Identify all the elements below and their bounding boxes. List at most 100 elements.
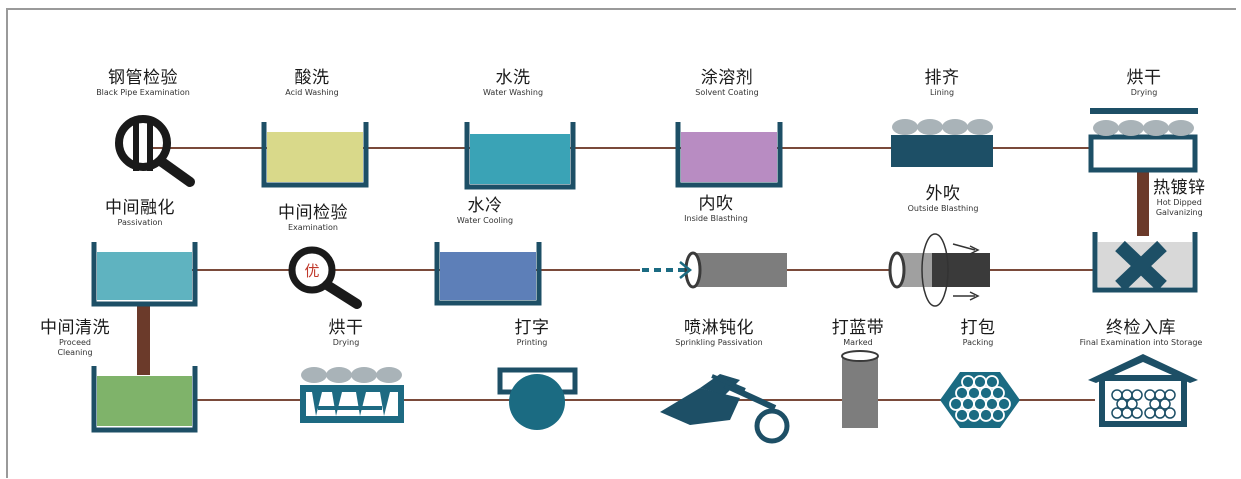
- label-acid-cn: 酸洗: [294, 68, 330, 88]
- packing-pipes: [949, 375, 1011, 422]
- label-lining-en: Lining: [929, 88, 955, 97]
- label-storage-cn: 终检入库: [1105, 318, 1176, 338]
- label-black-pipe-en: Black Pipe Examination: [96, 88, 190, 97]
- label-mid-cleaning: 中间清洗 Proceed Cleaning: [40, 318, 110, 358]
- printing-roller: [509, 374, 565, 430]
- label-galvanizing-en1: Hot Dipped: [1156, 198, 1202, 207]
- label-galvanizing-en2: Galvanizing: [1155, 208, 1203, 217]
- label-printing-en: Printing: [516, 338, 548, 347]
- passivation-tank-wall: [91, 242, 198, 307]
- label-marked: 打蓝带 Marked: [832, 318, 885, 348]
- warehouse-bundles: [1111, 389, 1176, 419]
- drying-top-box: [1088, 134, 1198, 173]
- label-marked-en: Marked: [843, 338, 873, 347]
- inside-pipe: [693, 253, 787, 287]
- label-printing: 打字 Printing: [515, 318, 550, 348]
- magnifier-lens: [115, 115, 171, 171]
- label-drying-bottom-cn: 烘干: [328, 318, 364, 338]
- label-inside-blow-en: Inside Blasthing: [684, 214, 748, 223]
- label-solvent-en: Solvent Coating: [695, 88, 759, 97]
- label-storage: 终检入库 Final Examination into Storage: [1080, 318, 1203, 348]
- drying-bottom-pipes: [301, 367, 402, 383]
- diagram-frame: [6, 8, 1236, 478]
- label-lining-cn: 排齐: [924, 68, 960, 88]
- sprinkler-nozzle-icon: [660, 374, 790, 444]
- label-sprinkling: 喷淋钝化 Sprinkling Passivation: [675, 318, 762, 348]
- galvanizing-tank-icon: [1092, 232, 1198, 293]
- sprinkler-spray: [660, 388, 740, 425]
- cleaning-fill: [97, 376, 192, 426]
- label-packing-en: Packing: [962, 338, 994, 347]
- packing-bundle-icon: [940, 372, 1020, 428]
- marked-pipe-icon: [841, 350, 879, 428]
- label-water-cool-en: Water Cooling: [456, 216, 514, 225]
- label-packing-cn: 打包: [960, 318, 996, 338]
- solvent-tank-icon: [675, 122, 783, 188]
- passivation-fill: [97, 252, 192, 300]
- label-mid-passivation-en: Passivation: [117, 218, 163, 227]
- label-water-wash-cn: 水洗: [495, 68, 531, 88]
- acid-tank-wall: [261, 122, 369, 188]
- label-sprinkling-cn: 喷淋钝化: [684, 318, 754, 338]
- acid-tank-icon: [261, 122, 369, 188]
- drying-oven-top-icon: [1088, 108, 1198, 173]
- label-mid-passivation: 中间融化 Passivation: [105, 198, 175, 228]
- label-mid-cleaning-en1: Proceed: [58, 338, 91, 347]
- outside-blow-icon: [888, 233, 990, 307]
- label-outside-blow: 外吹 Outside Blasthing: [908, 184, 979, 214]
- label-solvent: 涂溶剂 Solvent Coating: [695, 68, 759, 98]
- quality-badge: 优: [304, 262, 319, 280]
- label-mid-cleaning-en2: Cleaning: [57, 348, 93, 357]
- passivation-tank-icon: [91, 242, 198, 307]
- marked-pipe: [842, 356, 878, 428]
- galvanizing-tank-wall: [1092, 232, 1198, 293]
- water-cooling-fill: [440, 252, 536, 300]
- label-outside-blow-cn: 外吹: [925, 184, 961, 204]
- solvent-fill: [681, 132, 777, 182]
- lining-base: [891, 135, 993, 167]
- label-galvanizing: 热镀锌 Hot Dipped Galvanizing: [1153, 178, 1206, 218]
- label-water-cool-cn: 水冷: [467, 196, 503, 216]
- water-cooling-tank-icon: [434, 242, 542, 306]
- drying-top-lid: [1090, 108, 1198, 114]
- label-mid-exam-cn: 中间检验: [278, 203, 348, 223]
- label-printing-cn: 打字: [514, 318, 550, 338]
- label-black-pipe-cn: 钢管检验: [107, 68, 178, 88]
- label-storage-en: Final Examination into Storage: [1079, 338, 1203, 347]
- label-water-wash: 水洗 Water Washing: [483, 68, 543, 98]
- label-drying-top-en: Drying: [1130, 88, 1158, 97]
- label-acid-en: Acid Washing: [285, 88, 339, 97]
- acid-fill: [267, 132, 363, 182]
- lining-pipes: [892, 119, 993, 135]
- magnifier-quality-icon: 优: [288, 246, 362, 309]
- label-black-pipe: 钢管检验 Black Pipe Examination: [96, 68, 190, 98]
- storage-warehouse-icon: [1088, 354, 1198, 427]
- label-mid-passivation-cn: 中间融化: [105, 198, 175, 218]
- solvent-tank-wall: [675, 122, 783, 188]
- label-mid-exam-en: Examination: [287, 223, 338, 232]
- drying-bottom-flames: [312, 392, 390, 416]
- label-acid: 酸洗 Acid Washing: [285, 68, 338, 98]
- cleaning-tank-icon: [91, 366, 198, 433]
- label-inside-blow: 内吹 Inside Blasthing: [684, 194, 748, 224]
- label-marked-cn: 打蓝带: [831, 318, 885, 338]
- galvanizing-connector: [1137, 172, 1149, 236]
- label-drying-top: 烘干 Drying: [1127, 68, 1162, 98]
- label-mid-cleaning-cn: 中间清洗: [40, 318, 110, 338]
- outside-pipe-dark: [932, 253, 990, 287]
- lining-icon: [891, 119, 993, 167]
- water-wash-tank-icon: [464, 122, 576, 190]
- label-galvanizing-cn: 热镀锌: [1153, 178, 1206, 198]
- label-drying-bottom: 烘干 Drying: [329, 318, 364, 348]
- inside-blow-icon: [679, 251, 787, 289]
- printing-frame: [497, 367, 578, 395]
- cleaning-tank-wall: [91, 366, 198, 433]
- label-water-wash-en: Water Washing: [482, 88, 544, 97]
- drying-oven-bottom-icon: [300, 367, 404, 423]
- label-solvent-cn: 涂溶剂: [700, 68, 754, 88]
- printing-roller-icon: [497, 367, 578, 430]
- water-wash-tank-wall: [464, 122, 576, 190]
- label-outside-blow-en: Outside Blasthing: [907, 204, 979, 213]
- water-wash-fill: [470, 134, 570, 184]
